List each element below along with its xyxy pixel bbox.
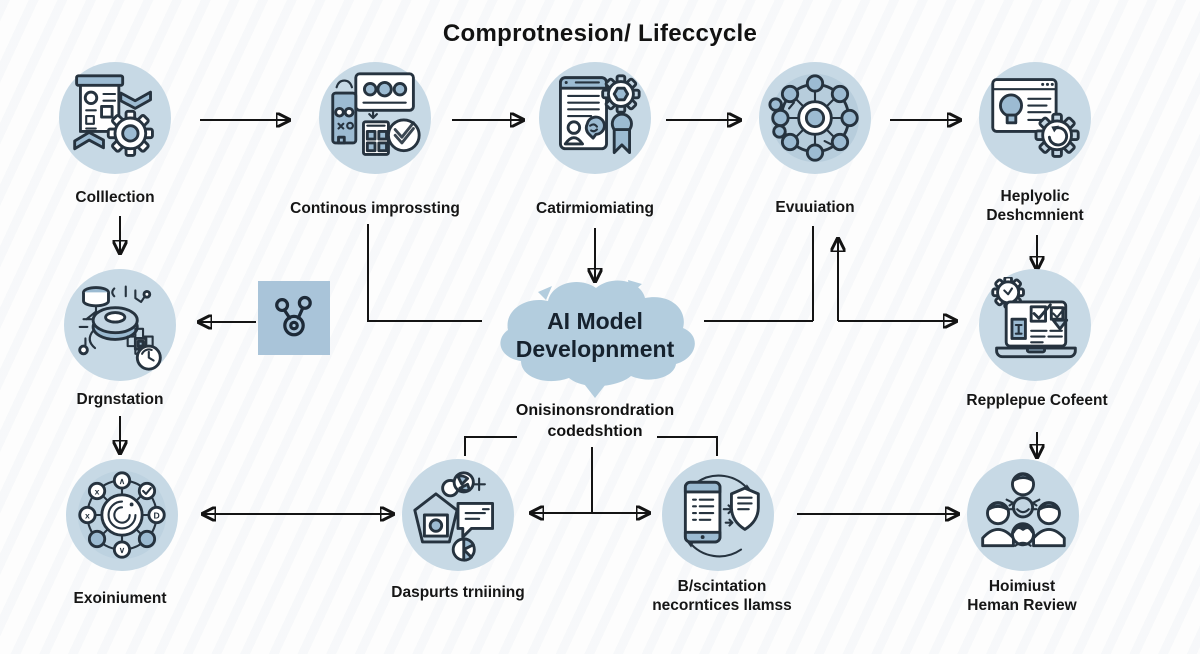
node-data-training — [402, 459, 514, 571]
network-hub-icon — [768, 73, 860, 163]
svg-text:x: x — [85, 510, 90, 520]
node-evaluation — [759, 62, 871, 174]
label-replication: Repplepue Cofeent — [966, 392, 1108, 409]
node-deployment — [979, 62, 1091, 174]
node-collection — [59, 62, 171, 174]
monitoring-check-icon — [331, 72, 421, 156]
people-group-icon — [981, 472, 1066, 548]
line-cloud-to-evaluation-stem — [704, 226, 814, 322]
certificate-document-icon — [559, 74, 641, 154]
training-data-icon — [413, 471, 494, 562]
node-environment: ∧ D ∨ x x — [66, 459, 178, 571]
node-replication — [979, 269, 1091, 381]
bracket-right — [657, 436, 718, 456]
diagram-title: Comprotnesion/ Lifeccycle — [442, 20, 758, 47]
data-processing-icon — [78, 285, 162, 371]
node-human-review — [967, 459, 1079, 571]
label-human-review: Hoimiust Heman Review — [967, 578, 1077, 615]
svg-text:D: D — [153, 510, 159, 520]
share-network-icon — [275, 295, 312, 337]
cloud-shape — [478, 268, 712, 398]
node-data-station — [64, 269, 176, 381]
svg-text:∧: ∧ — [119, 476, 125, 486]
svg-text:x: x — [95, 486, 100, 496]
cloud-label: AI Model Developnment — [515, 308, 675, 362]
label-collection: Colllection — [75, 189, 155, 206]
node-bscintation — [662, 459, 774, 571]
laptop-checklist-icon — [991, 277, 1077, 359]
label-data-training: Daspurts trniining — [391, 584, 525, 601]
node-continuous — [319, 62, 431, 174]
svg-text:∨: ∨ — [119, 545, 125, 555]
mobile-shield-sync-icon — [683, 474, 760, 558]
label-environment: Exoiniument — [73, 590, 167, 607]
node-certifying — [539, 62, 651, 174]
label-certifying: Catirmiomiating — [536, 200, 654, 217]
node-share-square — [258, 281, 330, 355]
idea-browser-gear-icon — [991, 78, 1080, 158]
label-evaluation: Evuuiation — [775, 199, 855, 216]
label-bscintation: B/scintation necorntices llamss — [652, 578, 792, 615]
cloud-sublabel: Onisinonsrondration codedshtion — [515, 402, 675, 440]
clipboard-gear-icon — [73, 74, 154, 157]
process-wheel-icon: ∧ D ∨ x x — [77, 470, 167, 560]
label-data-station: Drgnstation — [76, 391, 164, 408]
bracket-left — [464, 436, 517, 456]
label-continuous: Continous improssting — [290, 200, 460, 217]
line-continuous-to-cloud — [367, 224, 482, 322]
label-deployment: Heplyolic Deshcmnient — [986, 188, 1084, 225]
